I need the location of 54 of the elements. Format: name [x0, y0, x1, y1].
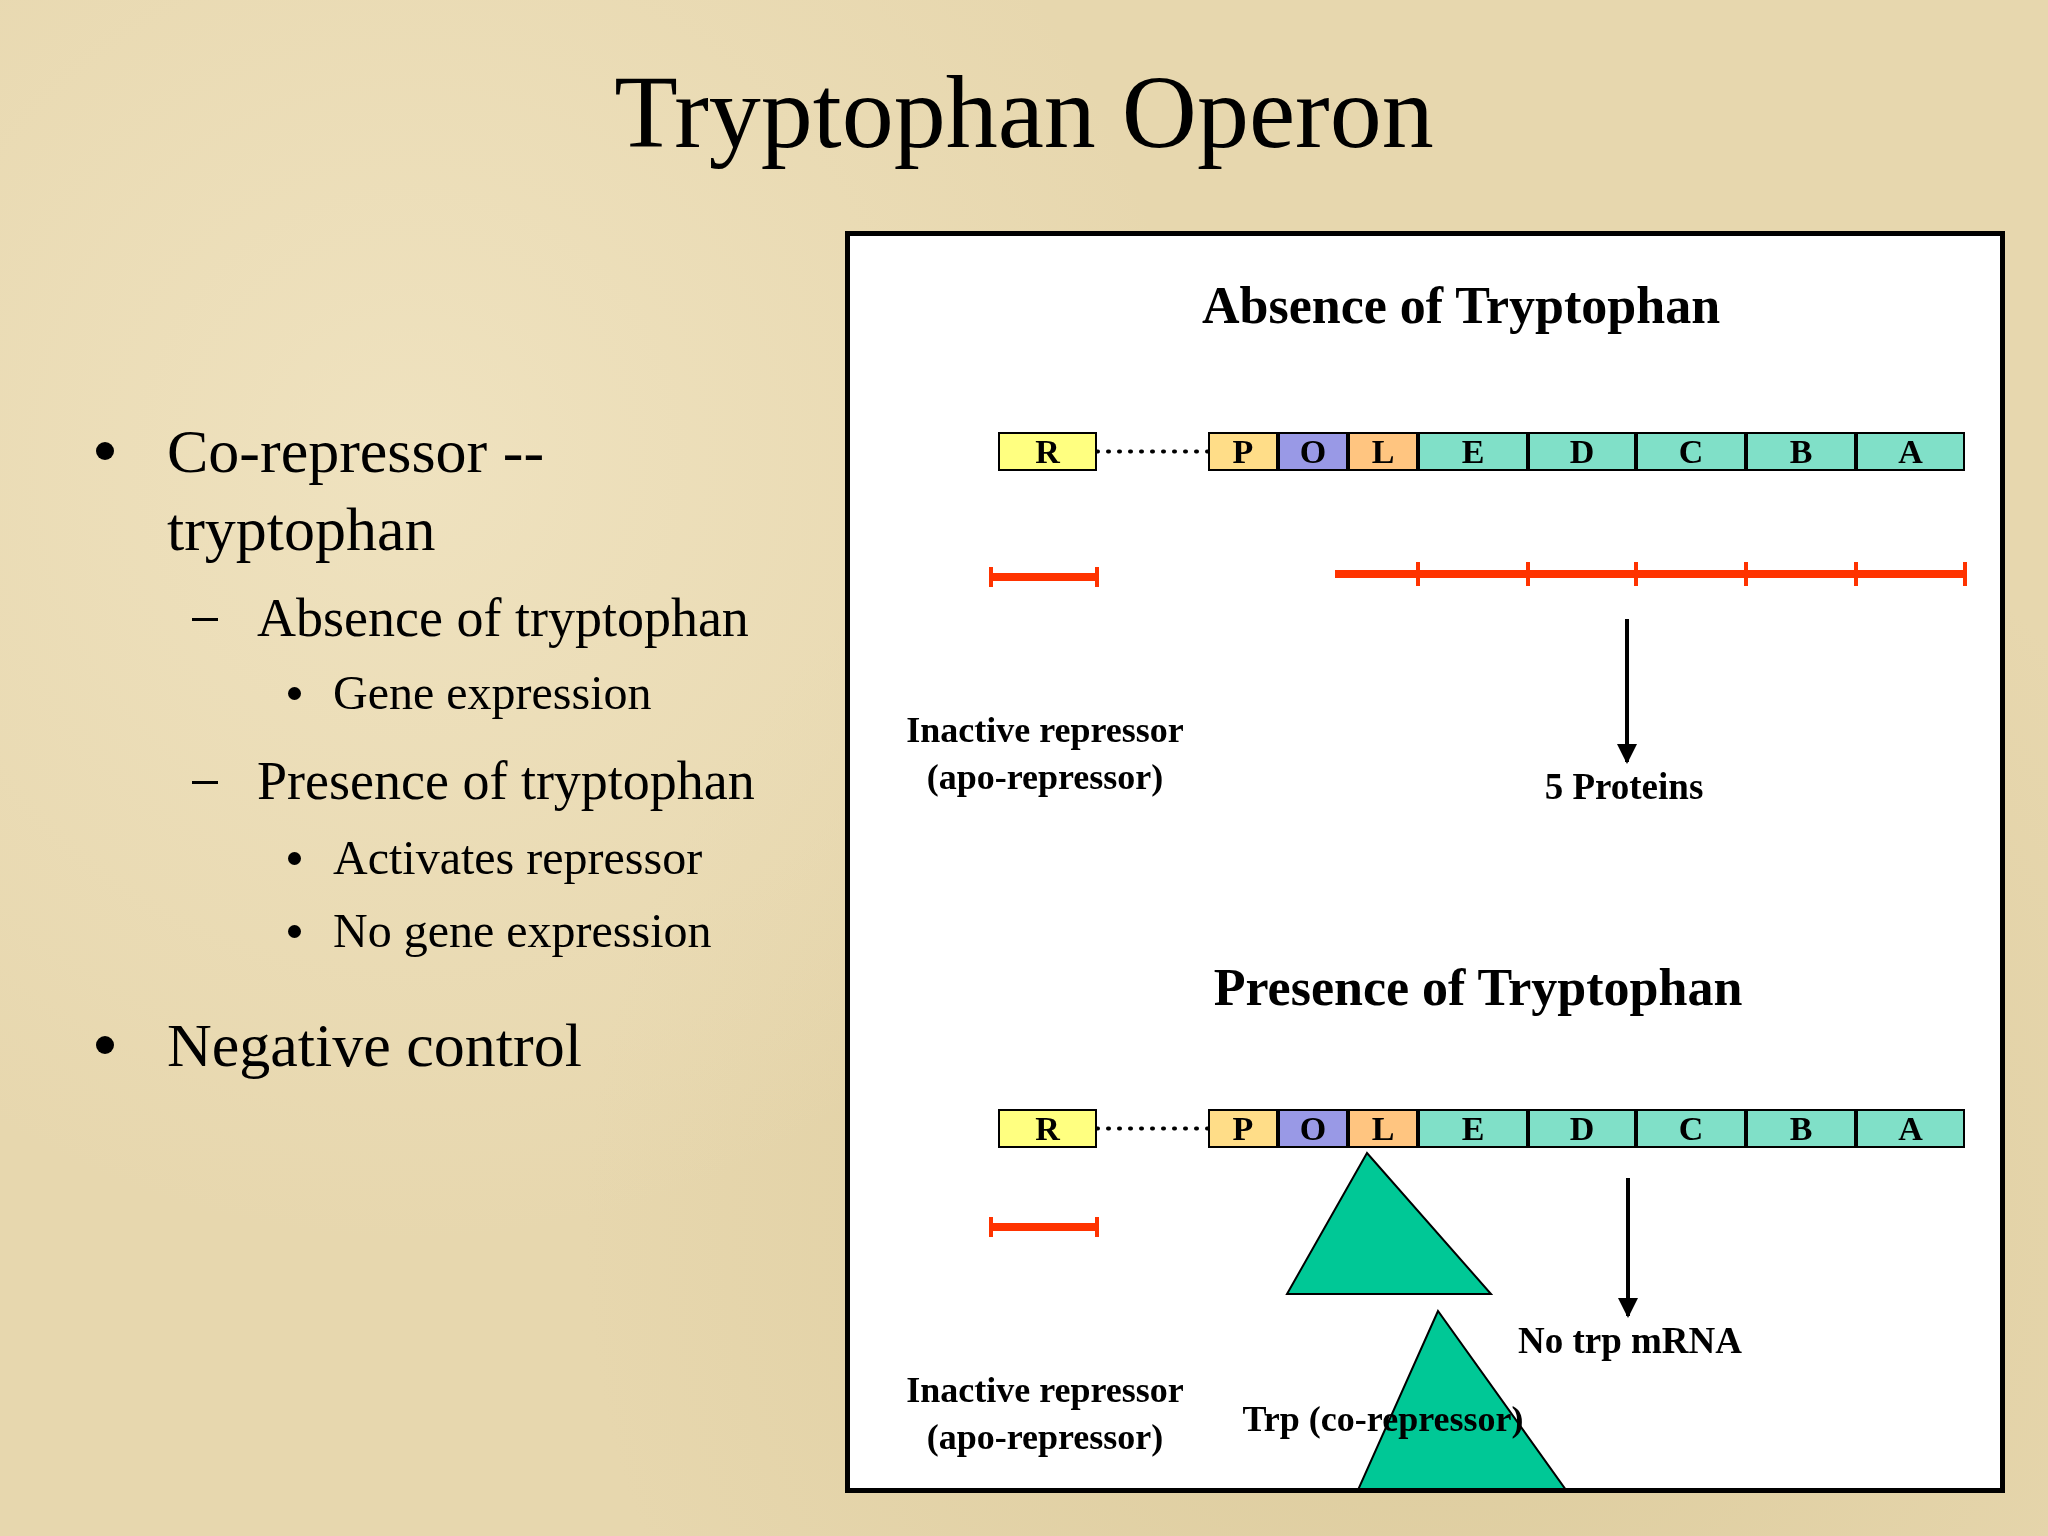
gene-box: [1856, 1109, 1965, 1148]
gene-box: [1278, 1109, 1348, 1148]
panel-heading: Absence of Tryptophan: [1200, 276, 1722, 336]
outcome-text: No trp mRNA: [1470, 1318, 1790, 1364]
panel-heading: Presence of Tryptophan: [1212, 958, 1744, 1018]
gene-letter: B: [1789, 433, 1813, 470]
outcome-text: 5 Proteins: [1504, 764, 1744, 810]
bullet-text: Presence of tryptophan: [257, 750, 756, 813]
gene-letter: D: [1569, 433, 1595, 470]
gene-letter: R: [1035, 1110, 1060, 1147]
bullet-text: Gene expression: [333, 665, 653, 721]
gene-letter: D: [1569, 1110, 1595, 1147]
gene-box: [1208, 1109, 1278, 1148]
gene-box: [1746, 432, 1856, 471]
gene-letter: O: [1299, 433, 1327, 470]
annotation-text: Inactive repressor (apo-repressor): [905, 709, 1185, 799]
bullet-text: No gene expression: [333, 903, 713, 959]
gene-letter: L: [1371, 433, 1395, 470]
gene-letter: P: [1232, 1110, 1254, 1147]
gene-letter: E: [1461, 433, 1485, 470]
repressor-triangle: [1285, 1151, 1494, 1295]
gene-box: [1636, 1109, 1746, 1148]
gene-box: [1208, 432, 1278, 471]
bullet-text: Negative control: [167, 1010, 583, 1081]
gene-box: [1528, 432, 1636, 471]
gene-box: [1528, 1109, 1636, 1148]
gene-box: [1278, 432, 1348, 471]
gene-letter: P: [1232, 433, 1254, 470]
gene-letter: O: [1299, 1110, 1327, 1147]
gene-box: [1746, 1109, 1856, 1148]
gene-letter: E: [1461, 1110, 1485, 1147]
slide-title: Tryptophan Operon: [613, 53, 1435, 171]
gene-letter: A: [1898, 1110, 1923, 1147]
bullet-text: Activates repressor: [333, 830, 704, 886]
bullet-text: Absence of tryptophan: [257, 587, 750, 650]
gene-box: [1418, 432, 1528, 471]
gene-box: [1348, 432, 1418, 471]
gene-letter: L: [1371, 1110, 1395, 1147]
gene-box: [1418, 1109, 1528, 1148]
arrow: [1618, 1178, 1638, 1318]
gene-letter: B: [1789, 1110, 1813, 1147]
gene-box: [998, 1109, 1097, 1148]
annotation-text: Inactive repressor (apo-repressor): [905, 1369, 1185, 1459]
gene-letter: C: [1678, 433, 1704, 470]
gene-letter: A: [1898, 433, 1923, 470]
gene-letter: C: [1678, 1110, 1704, 1147]
gene-letter: R: [1035, 433, 1060, 470]
gene-box: [1636, 432, 1746, 471]
gene-box: [998, 432, 1097, 471]
arrow: [1617, 619, 1637, 764]
diagram-panel: [845, 231, 2005, 1493]
gene-box: [1856, 432, 1965, 471]
gene-box: [1348, 1109, 1418, 1148]
bullet-text: Co-repressor -- tryptophan: [167, 416, 546, 565]
